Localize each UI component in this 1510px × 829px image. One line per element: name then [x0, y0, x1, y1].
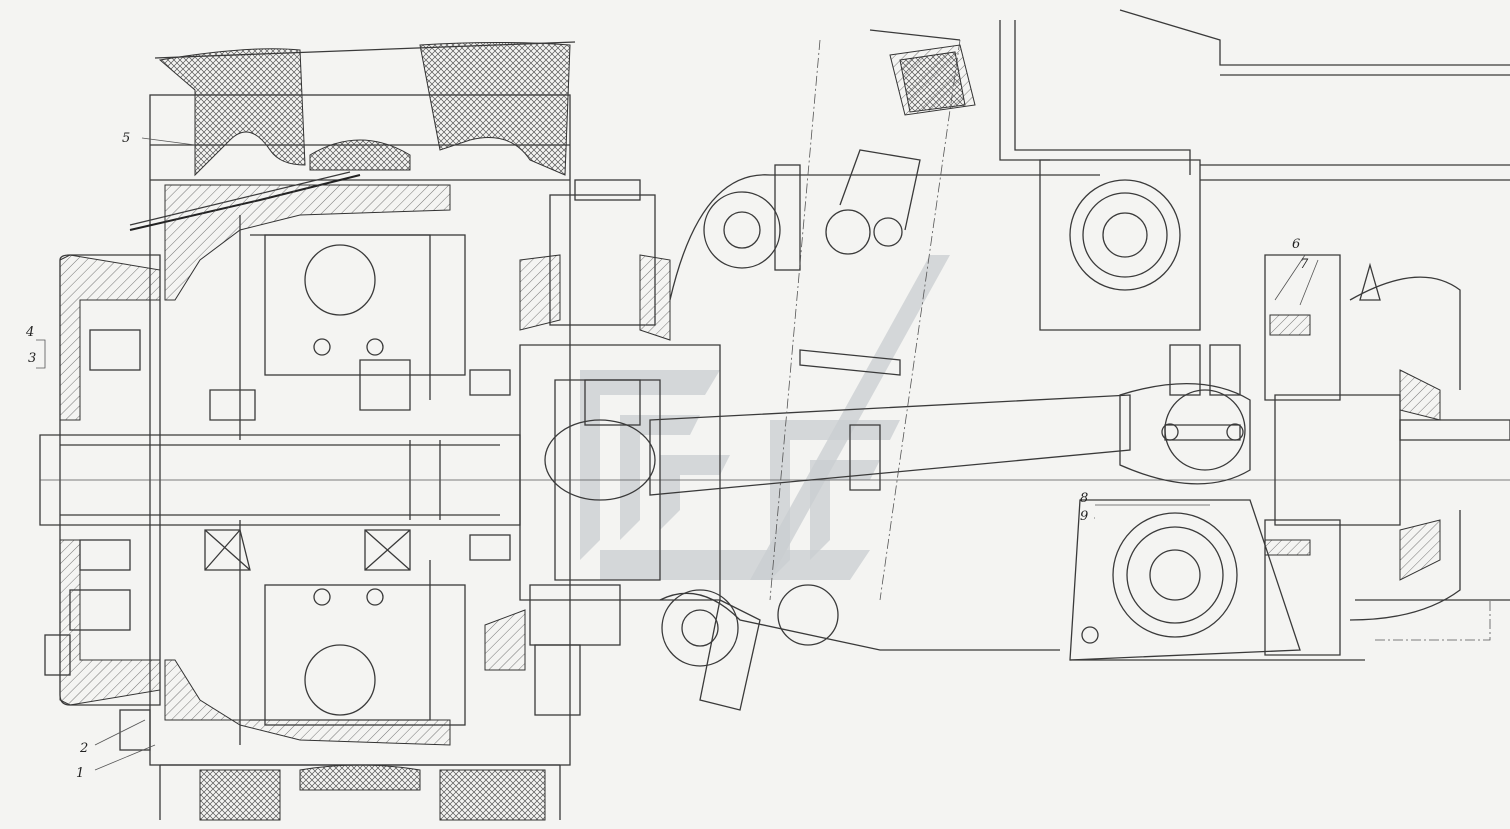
- callout-4: 4: [25, 325, 34, 340]
- callout-5: 5: [122, 131, 130, 146]
- watermark-logo: [580, 255, 950, 580]
- callout-1: 1: [76, 766, 84, 781]
- callout-6: 6: [1292, 237, 1300, 252]
- tire-top: [154, 41, 576, 177]
- hub-end-cap: [44, 254, 161, 751]
- king-pin-assembly: [484, 179, 721, 716]
- cv-joint: [1119, 383, 1251, 485]
- lower-bushing: [1069, 499, 1365, 661]
- upper-bushing: [889, 9, 1510, 331]
- steering-arm: [659, 149, 1100, 711]
- callout-9: 9: [1080, 509, 1088, 524]
- callout-8: 8: [1080, 491, 1088, 506]
- leader-lines: [36, 137, 1319, 771]
- callout-2: 2: [79, 741, 88, 756]
- differential-housing: [1169, 254, 1510, 656]
- tie-rod: [649, 29, 1131, 601]
- callout-3: 3: [28, 351, 36, 366]
- wheel-hub: [129, 94, 571, 766]
- callout-7: 7: [1300, 257, 1309, 272]
- hub-bearings: [79, 359, 411, 571]
- tire-bottom: [159, 764, 561, 821]
